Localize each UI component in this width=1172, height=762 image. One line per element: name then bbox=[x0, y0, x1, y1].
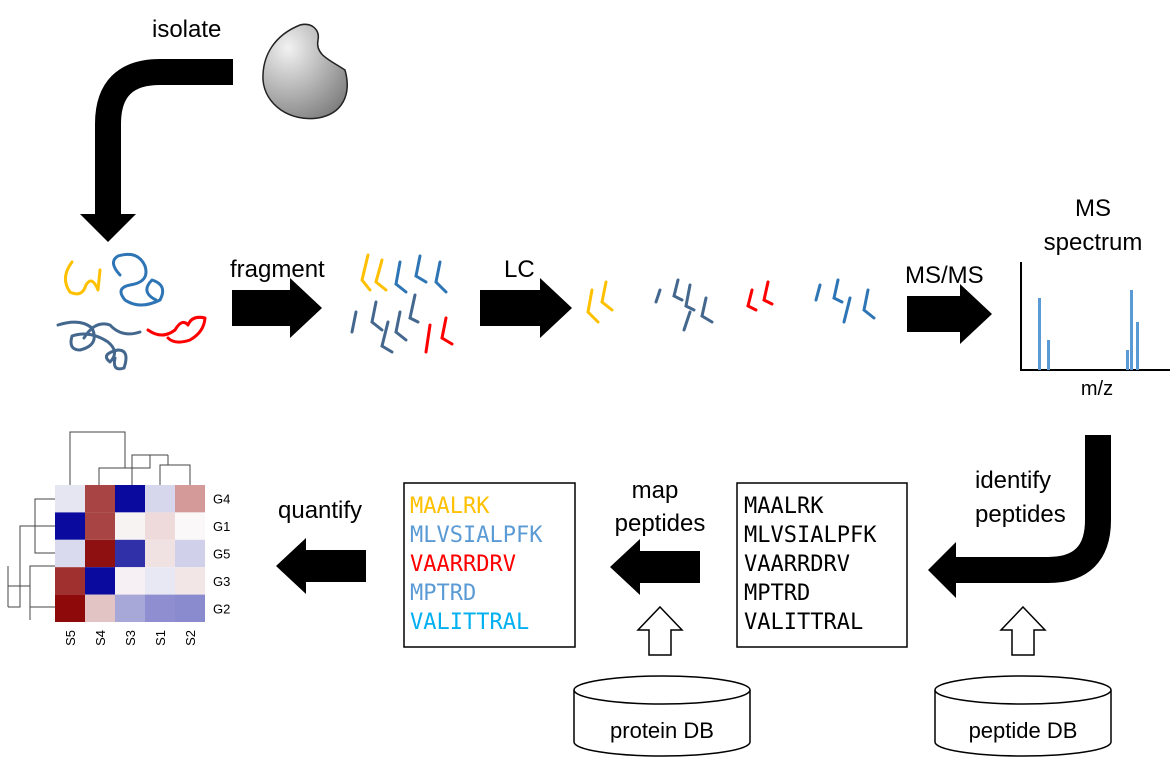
heatmap-cell bbox=[55, 485, 85, 513]
heatmap-cell bbox=[55, 567, 85, 595]
heatmap-row-label: G4 bbox=[213, 492, 230, 507]
quantify-label: quantify bbox=[278, 497, 362, 524]
protein-db-up-arrow bbox=[636, 605, 684, 656]
heatmap-cell bbox=[145, 594, 175, 622]
spectrum-title-line2: spectrum bbox=[1044, 229, 1143, 256]
peptide-sequence: VAARRDRV bbox=[744, 552, 850, 577]
heatmap-col-label: S2 bbox=[183, 630, 198, 646]
spectrum-peak bbox=[1038, 298, 1041, 370]
heatmap-cell bbox=[85, 485, 115, 513]
peptide-sequence: MAALRK bbox=[744, 494, 824, 519]
peptide-list-box bbox=[736, 482, 908, 648]
heatmap-cell bbox=[145, 485, 175, 513]
heatmap-cell bbox=[175, 567, 205, 595]
peptide-db-label: peptide DB bbox=[969, 718, 1078, 743]
protein-db-cylinder bbox=[573, 675, 751, 757]
heatmap-cell bbox=[175, 594, 205, 622]
spectrum-peak bbox=[1047, 340, 1050, 370]
spectrum-title-line1: MS bbox=[1075, 195, 1111, 222]
heatmap-cell bbox=[175, 539, 205, 568]
ms-spectrum bbox=[1020, 262, 1170, 371]
mapped-peptide-sequence: MPTRD bbox=[410, 581, 476, 606]
heatmap-row-label: G3 bbox=[213, 574, 230, 589]
map-label-line1: map bbox=[632, 477, 679, 504]
heatmap-cell bbox=[85, 567, 115, 595]
spectrum-peak bbox=[1130, 290, 1133, 370]
mapped-peptide-list: MAALRK MLVSIALPFK VAARRDRV MPTRD VALITTRAL bbox=[410, 494, 543, 635]
identify-label-line1: identify bbox=[975, 467, 1051, 494]
lc-arrow bbox=[480, 278, 572, 338]
heatmap-cell bbox=[115, 594, 145, 622]
tangled-proteins bbox=[56, 252, 207, 371]
heatmap-cell bbox=[115, 539, 145, 568]
protein-db-label: protein DB bbox=[610, 718, 714, 743]
mz-axis-label: m/z bbox=[1081, 378, 1113, 400]
heatmap-cell bbox=[55, 512, 85, 540]
lc-label: LC bbox=[504, 256, 535, 283]
heatmap-cell bbox=[145, 512, 175, 540]
heatmap-cell bbox=[85, 512, 115, 540]
spectrum-peak bbox=[1136, 322, 1139, 370]
peptide-db-up-arrow bbox=[999, 605, 1047, 656]
heatmap-row-label: G5 bbox=[213, 547, 230, 562]
heatmap-cell bbox=[175, 485, 205, 513]
peptide-fragments bbox=[350, 253, 454, 354]
separated-peptides bbox=[586, 278, 876, 332]
column-dendrogram bbox=[69, 431, 191, 485]
peptide-sequence: MPTRD bbox=[744, 581, 810, 606]
heatmap-cell bbox=[175, 512, 205, 540]
mapped-peptide-sequence: MAALRK bbox=[410, 494, 490, 519]
heatmap-col-label: S5 bbox=[63, 630, 78, 646]
heatmap-cell bbox=[55, 539, 85, 568]
mapped-peptide-sequence: MLVSIALPFK bbox=[410, 523, 543, 548]
identify-arrow bbox=[928, 435, 1111, 598]
heatmap-cell bbox=[85, 594, 115, 622]
heatmap-cell bbox=[115, 485, 145, 513]
mapped-peptide-list-box bbox=[403, 482, 576, 648]
msms-label: MS/MS bbox=[905, 262, 984, 289]
fragment-label: fragment bbox=[230, 256, 325, 283]
heatmap-cell bbox=[145, 539, 175, 568]
peptide-db-cylinder bbox=[934, 675, 1112, 757]
heatmap-row-label: G1 bbox=[213, 519, 230, 534]
quantify-arrow bbox=[276, 538, 366, 594]
heatmap-cell bbox=[145, 567, 175, 595]
mapped-peptide-sequence: VALITTRAL bbox=[410, 610, 529, 635]
msms-arrow bbox=[907, 284, 992, 344]
map-label-line2: peptides bbox=[615, 510, 706, 537]
heatmap-col-label: S3 bbox=[123, 630, 138, 646]
peptide-sequence: MLVSIALPFK bbox=[744, 523, 877, 548]
heatmap-col-label: S4 bbox=[93, 630, 108, 646]
isolate-arrow bbox=[80, 59, 233, 242]
heatmap-row-label: G2 bbox=[213, 601, 230, 616]
heatmap-cell bbox=[85, 539, 115, 568]
heatmap-cell bbox=[55, 594, 85, 622]
row-dendrogram bbox=[7, 498, 55, 620]
mapped-peptide-sequence: VAARRDRV bbox=[410, 552, 516, 577]
heatmap-col-label: S1 bbox=[153, 630, 168, 646]
heatmap-cell bbox=[115, 512, 145, 540]
peptide-list: MAALRK MLVSIALPFK VAARRDRV MPTRD VALITTRAL bbox=[744, 494, 877, 635]
map-arrow bbox=[610, 539, 700, 595]
identify-label-line2: peptides bbox=[975, 501, 1066, 528]
fragment-arrow bbox=[232, 278, 322, 338]
isolate-label: isolate bbox=[152, 16, 221, 43]
spectrum-peak bbox=[1126, 350, 1129, 370]
cell-shape bbox=[262, 23, 348, 120]
peptide-sequence: VALITTRAL bbox=[744, 610, 863, 635]
heatmap-cell bbox=[115, 567, 145, 595]
